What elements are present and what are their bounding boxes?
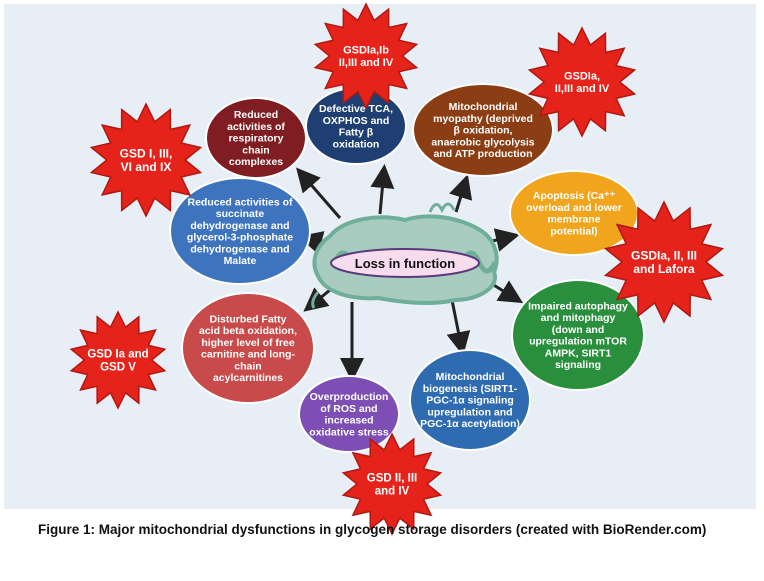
arrow-6 [491, 280, 524, 304]
bubble-apoptosis-line-2: overload and lower [526, 202, 622, 214]
star-4-line-2: and Lafora [633, 262, 695, 276]
bubble-myopathy-line-5: and ATP production [434, 148, 533, 160]
bubble-fatty-line-5: chain [234, 360, 261, 372]
bubble-apoptosis-line-3: membrane [547, 214, 600, 226]
bubble-respiratory-line-2: activities of [227, 121, 285, 133]
star-3-line-2: II,III and IV [555, 83, 610, 95]
bubble-fatty-shape [181, 292, 315, 404]
bubble-succinate-line-3: dehydrogenase and [190, 220, 289, 232]
bubble-ros-line-1: Overproduction [310, 391, 389, 403]
star-1-shape [89, 102, 203, 218]
bubble-autophagy-line-6: signaling [555, 359, 601, 371]
star-3-shape [527, 26, 637, 138]
bubble-respiratory-shape [205, 97, 307, 179]
bubble-autophagy-line-1: Impaired autophagy [528, 300, 628, 312]
arrow-3 [449, 174, 473, 213]
bubble-tca-line-4: oxidation [333, 138, 380, 150]
bubble-fatty-line-3: higher level of free [201, 337, 295, 349]
bubble-biogenesis-line-5: PGC-1α acetylation) [420, 418, 520, 430]
bubble-succinate: Reduced activities ofsuccinatedehydrogen… [169, 177, 311, 285]
star-3-line-1: GSDIa, [564, 71, 600, 83]
star-1-line-1: GSD I, III, [120, 147, 173, 161]
bubble-respiratory-line-1: Reduced [234, 109, 278, 121]
bubble-succinate-line-2: succinate [216, 208, 265, 220]
bubble-fatty-line-1: Disturbed Fatty [209, 313, 286, 325]
star-6-line-1: GSD II, III [367, 473, 417, 485]
star-1-line-2: VI and IX [121, 160, 172, 174]
bubble-fatty-line-2: acid beta oxidation, [199, 325, 297, 337]
star-4-line-1: GSDIa, II, III [631, 249, 697, 263]
bubble-autophagy-line-3: (down and [552, 324, 605, 336]
star-2-line-2: II,III and IV [339, 57, 394, 69]
starburst-3: GSDIa,II,III and IV [527, 26, 637, 138]
bubble-biogenesis-line-3: PGC-1α signaling [426, 395, 514, 407]
star-5-line-2: GSD V [100, 362, 136, 374]
bubble-apoptosis: Apoptosis (Ca⁺⁺overload and lowermembran… [509, 170, 639, 256]
bubble-respiratory-line-4: chain [242, 144, 269, 156]
bubble-respiratory-line-3: respiratory [229, 133, 284, 145]
mitochondrion: Loss in function [311, 202, 499, 309]
bubble-fatty-line-4: carnitine and long- [201, 349, 295, 361]
bubble-autophagy-line-2: and mitophagy [541, 312, 616, 324]
bubble-tca-line-1: Defective TCA, [319, 103, 393, 115]
arrow-2 [370, 164, 395, 215]
bubble-ros-shape [298, 375, 400, 453]
star-6-line-2: and IV [375, 486, 410, 498]
center-label: Loss in function [355, 256, 455, 271]
bubble-apoptosis-line-4: potential) [550, 225, 597, 237]
bubble-ros-line-2: of ROS and [320, 403, 377, 415]
bubble-autophagy-line-4: upregulation mTOR [529, 336, 627, 348]
bubble-autophagy-shape [511, 279, 645, 391]
bubble-biogenesis-line-4: upregulation and [427, 406, 512, 418]
bubble-myopathy-line-2: myopathy (deprived [433, 113, 533, 125]
bubble-biogenesis-line-2: biogenesis (SIRT1- [423, 383, 518, 395]
mitochondrion-dna-strand [311, 202, 456, 309]
center-label-pill [330, 248, 480, 278]
arrow-7 [303, 287, 331, 312]
star-5-line-1: GSD Ia and [87, 349, 148, 361]
bubble-myopathy-line-3: β oxidation, [454, 125, 513, 137]
bubble-autophagy-line-5: AMPK, SIRT1 [545, 347, 612, 359]
bubble-myopathy-shape [412, 83, 554, 177]
bubble-apoptosis-line-1: Apoptosis (Ca⁺⁺ [533, 190, 616, 202]
bubble-myopathy-line-4: anaerobic glycolysis [431, 136, 534, 148]
bubble-myopathy-line-1: Mitochondrial [449, 101, 518, 113]
bubble-succinate-line-4: glycerol-3-phosphate [187, 232, 293, 244]
bubble-ros-line-4: oxidative stress [309, 426, 389, 438]
bubble-ros-line-3: increased [324, 415, 373, 427]
star-2-line-1: GSDIa,Ib [343, 45, 389, 57]
bubble-succinate-line-5: dehydrogenase and [190, 243, 289, 255]
bubble-tca-line-3: Fatty β [339, 127, 374, 139]
bubble-biogenesis-shape [409, 349, 531, 451]
bubble-respiratory-line-5: complexes [229, 156, 283, 168]
starburst-1: GSD I, III,VI and IX [89, 102, 203, 218]
bubble-succinate-shape [169, 177, 311, 285]
bubble-tca-line-2: OXPHOS and [323, 115, 390, 127]
star-6-shape [341, 432, 443, 536]
figure-caption: Figure 1: Major mitochondrial dysfunctio… [38, 522, 707, 537]
star-5-shape [69, 310, 167, 410]
bubble-succinate-line-6: Malate [224, 255, 257, 267]
arrow-8 [446, 299, 471, 356]
star-2-shape [313, 2, 419, 110]
bubble-fatty-line-6: acylcarnitines [213, 372, 283, 384]
star-4-shape [603, 200, 725, 324]
bubble-succinate-line-1: Reduced activities of [187, 196, 293, 208]
arrow-1 [296, 167, 342, 219]
bubble-biogenesis-line-1: Mitochondrial [436, 371, 505, 383]
